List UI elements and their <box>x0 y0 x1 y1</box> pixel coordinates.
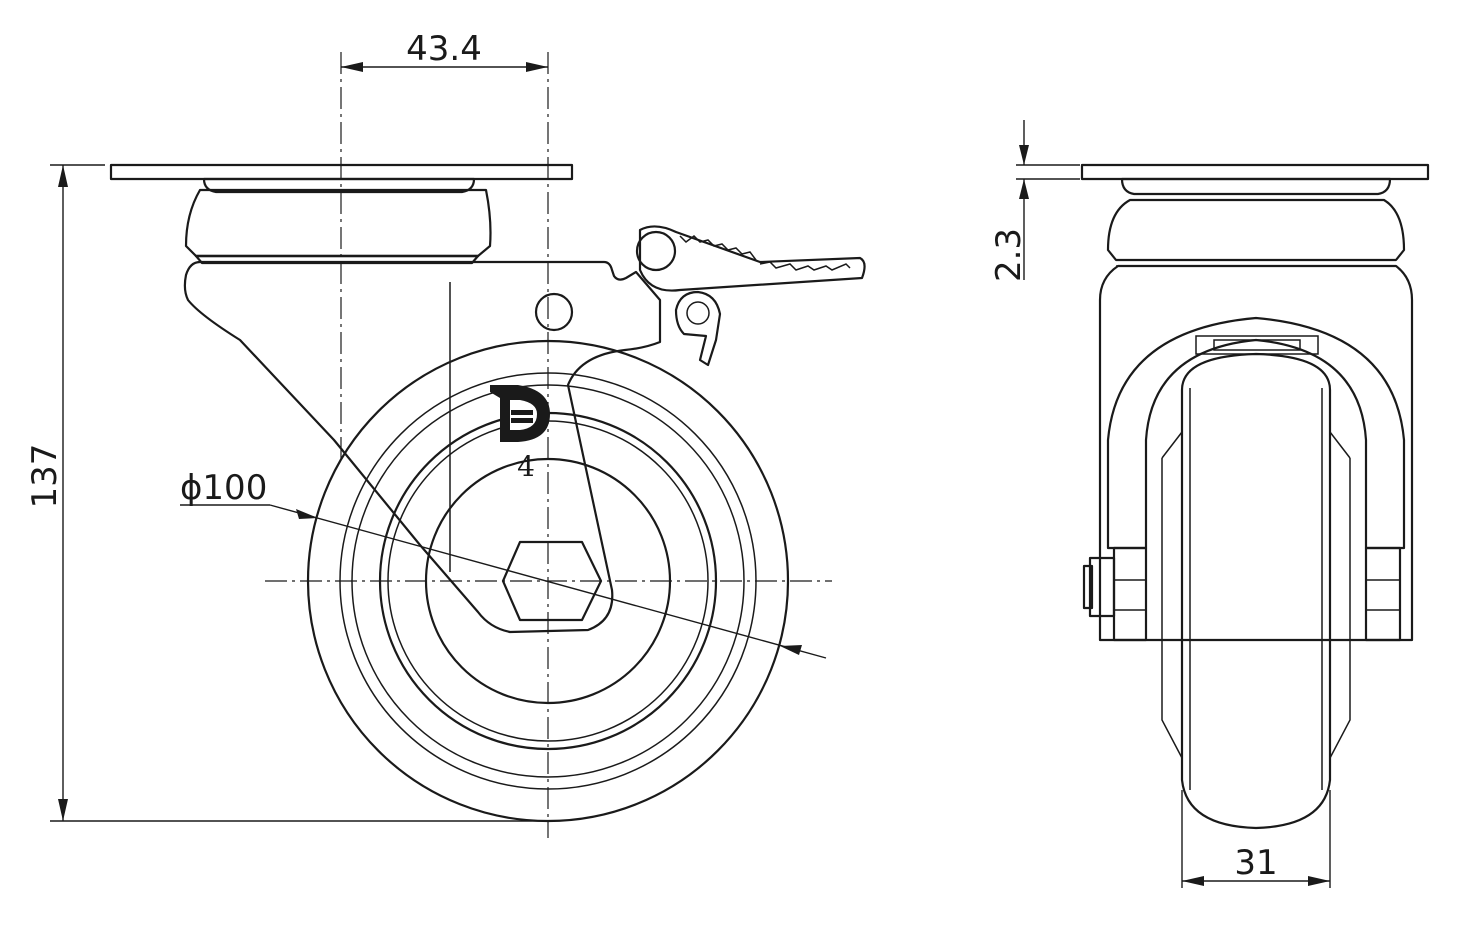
dim-text-plate-offset: 43.4 <box>406 29 482 69</box>
brake-spring-arm <box>674 290 722 367</box>
hub-right-outline <box>1329 458 1351 759</box>
brand-logo <box>490 385 550 442</box>
dim-total-height: 137 <box>25 164 548 822</box>
dim-wheel-width: 31 <box>1181 790 1331 888</box>
fork-arch <box>1106 316 1406 550</box>
hub-left-outline <box>1161 458 1183 759</box>
dim-plate-offset: 43.4 <box>341 29 548 72</box>
housing-front <box>1106 198 1406 262</box>
top-plate-front <box>1080 163 1430 181</box>
dim-text-wheel-width: 31 <box>1234 843 1277 883</box>
brake-pedal <box>638 225 866 292</box>
fork-front <box>1098 264 1414 642</box>
front-view: 2.3 31 <box>989 120 1430 888</box>
axle-bolt-tip <box>1082 564 1094 610</box>
dim-text-total-height: 137 <box>25 444 65 509</box>
lever-pivot <box>635 230 677 272</box>
swivel-rivet <box>534 292 574 332</box>
dim-plate-thickness: 2.3 <box>989 120 1080 282</box>
size-marking: 4 <box>517 450 535 483</box>
dim-wheel-diameter: ϕ100 <box>180 468 827 659</box>
housing-collar <box>194 254 480 265</box>
hub-right-top <box>1329 431 1351 459</box>
spring-pivot <box>686 301 710 325</box>
bearing-ring <box>202 177 476 194</box>
swivel-housing <box>184 188 492 258</box>
fork-body <box>183 260 662 634</box>
hub-left-top <box>1161 431 1183 459</box>
side-view: 4 43.4 137 ϕ100 <box>25 29 866 838</box>
brake-bracket-inner <box>1213 339 1301 351</box>
dim-text-wheel-diameter: ϕ100 <box>180 468 267 508</box>
axle-front <box>1082 546 1402 642</box>
axle-nut-right <box>1364 546 1402 642</box>
axle-nut-left <box>1112 546 1148 642</box>
pedal-grip <box>679 235 851 271</box>
axle-bolt-end <box>1088 556 1116 618</box>
wheel-front <box>1180 352 1332 830</box>
bearing-front <box>1120 177 1392 196</box>
dim-text-plate-thickness: 2.3 <box>989 228 1029 282</box>
